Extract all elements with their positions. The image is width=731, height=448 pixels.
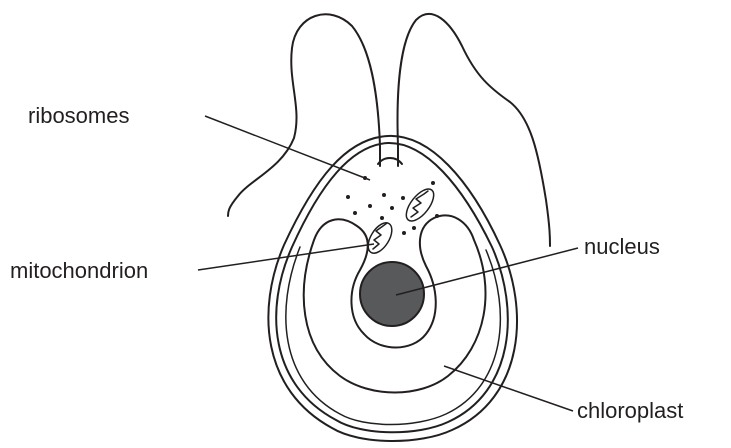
ribosome-granule <box>380 216 384 220</box>
ribosome-granule <box>346 195 350 199</box>
chloroplast-label: chloroplast <box>577 398 683 423</box>
ribosome-granule <box>402 231 406 235</box>
ribosome-granule <box>382 193 386 197</box>
ribosome-granule <box>435 214 439 218</box>
left-flagellum <box>228 14 380 216</box>
ribosome-granule <box>368 204 372 208</box>
mitochondrion-lower <box>363 219 396 257</box>
ribosomes-leader-line <box>205 116 370 180</box>
mitochondrion-leader-line <box>198 244 374 270</box>
ribosomes-label: ribosomes <box>28 103 129 128</box>
mitochondrion-label: mitochondrion <box>10 258 148 283</box>
nucleus-label: nucleus <box>584 234 660 259</box>
right-flagellum <box>398 14 550 246</box>
ribosome-granule <box>431 181 435 185</box>
ribosome-granule <box>412 226 416 230</box>
nucleus-leader-line <box>396 248 578 295</box>
nucleus <box>360 262 424 326</box>
ribosome-granule <box>353 211 357 215</box>
ribosome-granule <box>390 206 394 210</box>
ribosome-granule <box>401 196 405 200</box>
